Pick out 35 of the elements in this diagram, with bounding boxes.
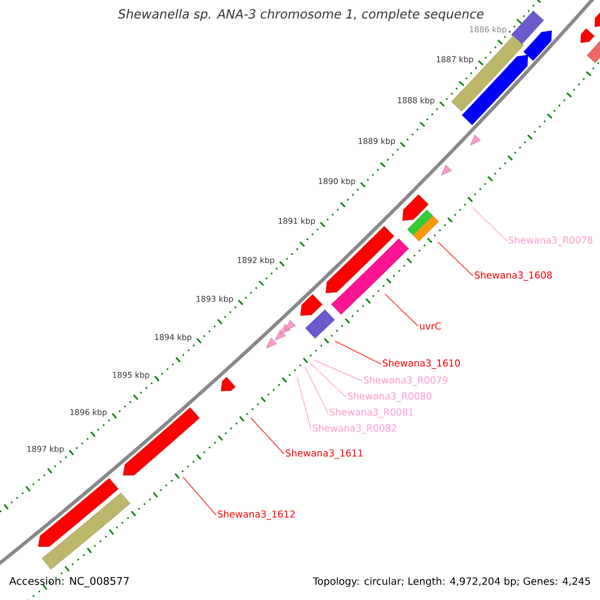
leader-line [250,418,284,454]
leader-line [384,294,418,326]
gene-label: uvrC [420,322,441,330]
scale-label: 1893 kbp [196,296,234,304]
gene-label: Shewana3_1610 [382,359,460,369]
footer-text: Accession: NC_008577 [9,576,129,588]
footer-text: Topology: circular; Length: 4,972,204 bp; Genes: 4,245 [312,577,590,587]
scale-label: 1886 kbp [470,26,506,34]
leader-line [182,476,216,516]
gene-label: Shewana3_R0082 [312,424,396,434]
scale-label: 1894 kbp [155,334,192,342]
gene-label: Shewana3_1608 [474,271,552,281]
title: Shewanella sp. ANA-3 chromosome 1, complete sequence [118,8,484,22]
scale-label: 1890 kbp [318,178,356,186]
scale-label: 1897 kbp [27,446,64,454]
gene-label: Shewana3_R0080 [348,392,432,402]
leader-line [310,362,346,398]
scale-label: 1895 kbp [112,372,150,380]
gene-label: Shewana3_1612 [218,510,295,520]
scale-label: 1891 kbp [278,218,315,226]
scale-label: 1896 kbp [70,408,107,417]
scale-label: 1888 kbp [398,97,434,105]
scale-label: 1889 kbp [358,138,396,146]
leader-line [304,366,328,414]
leader-line [314,360,362,382]
leader-line [472,208,508,242]
leader-line [334,340,382,364]
leader-line [296,376,312,430]
leader-line [438,242,474,276]
gene-label: Shewana3_R0078 [508,236,592,246]
gene-label: Shewana3_R0079 [364,376,448,386]
scale-label: 1887 kbp [436,56,474,64]
gene-label: Shewana3_1611 [286,449,363,459]
gene-label: Shewana3_R0081 [330,408,414,418]
scale-label: 1892 kbp [238,256,274,265]
